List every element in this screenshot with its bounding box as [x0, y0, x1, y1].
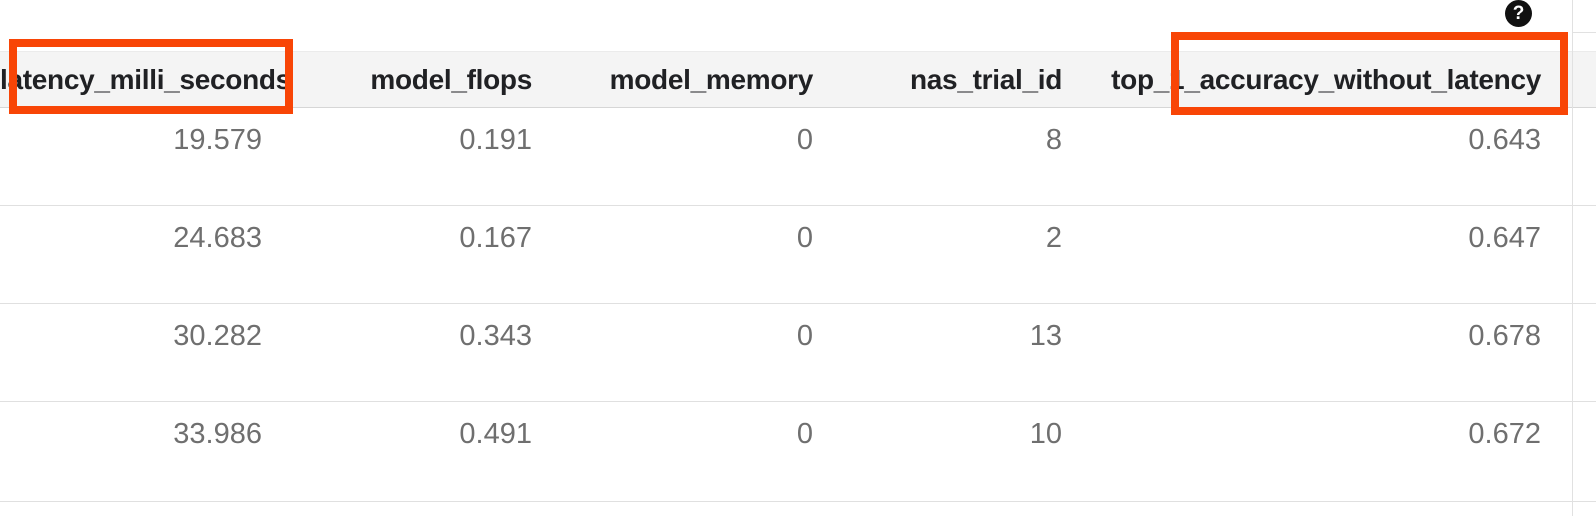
column-header-model-memory: model_memory [609, 64, 814, 95]
column-header-nas-trial-id: nas_trial_id [909, 64, 1062, 95]
highlight-box-accuracy-column [1171, 32, 1568, 115]
table-cell: 30.282 [173, 320, 262, 352]
table-cell: 8 [1045, 124, 1062, 156]
column-header-model-flops: model_flops [370, 64, 532, 95]
help-icon[interactable]: ? [1505, 0, 1532, 27]
panel-edge-vertical [1572, 0, 1573, 516]
table-cell-clipped [1573, 108, 1596, 205]
table-row: 30.282 0.343 0 13 0.678 [0, 304, 1596, 402]
table-cell: 10 [1029, 418, 1062, 450]
table-row: 33.986 0.491 0 10 0.672 [0, 402, 1596, 502]
table-header-row: latency_milli_seconds model_flops model_… [0, 51, 1596, 108]
table-cell: 0 [796, 222, 813, 254]
table-row: 19.579 0.191 0 8 0.643 [0, 108, 1596, 206]
table-cell: 0.678 [1468, 320, 1541, 352]
table-cell: 0.191 [459, 124, 532, 156]
table-cell: 0.343 [459, 320, 532, 352]
table-cell-clipped [1573, 206, 1596, 303]
table-row: 24.683 0.167 0 2 0.647 [0, 206, 1596, 304]
table-cell-clipped [1573, 304, 1596, 401]
table-cell: 2 [1045, 222, 1062, 254]
table-cell: 33.986 [173, 418, 262, 450]
table-cell: 0.643 [1468, 124, 1541, 156]
table-cell: 24.683 [173, 222, 262, 254]
table-cell: 0.491 [459, 418, 532, 450]
table-cell: 0 [796, 124, 813, 156]
panel-edge-horizontal [1572, 32, 1596, 33]
table-cell-clipped [1573, 402, 1596, 501]
highlight-box-latency-column [9, 39, 293, 114]
table-cell: 13 [1029, 320, 1062, 352]
column-header-clipped [1573, 52, 1596, 107]
column-header-top-1-accuracy-without-latency: top_1_accuracy_without_latency [1111, 64, 1541, 95]
table-cell: 0.647 [1468, 222, 1541, 254]
table-cell: 0.672 [1468, 418, 1541, 450]
table-cell: 19.579 [173, 124, 262, 156]
help-question-glyph: ? [1512, 3, 1525, 24]
table-cell: 0.167 [459, 222, 532, 254]
trials-metrics-table: latency_milli_seconds model_flops model_… [0, 51, 1596, 502]
table-cell: 0 [796, 320, 813, 352]
column-header-latency-milli-seconds: latency_milli_seconds [0, 64, 291, 95]
table-cell: 0 [796, 418, 813, 450]
